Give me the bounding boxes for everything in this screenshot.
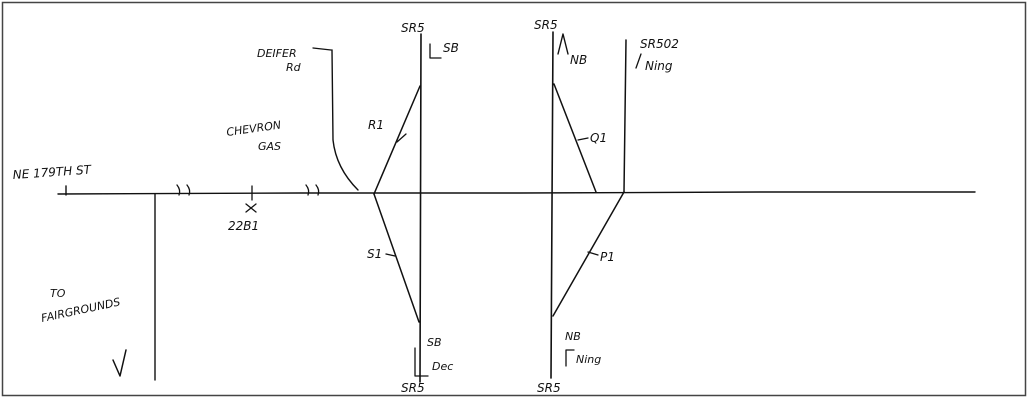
ramp-q1-tick <box>577 137 589 141</box>
label-deifer-rd: Rd <box>286 61 302 74</box>
label-gas: GAS <box>258 140 281 153</box>
label-sb-bottom: SB <box>427 336 442 349</box>
label-sr5-sb-top: SR5 <box>401 21 425 35</box>
ramp-r1-tick <box>396 133 407 143</box>
ramp-p1-tick <box>587 251 599 256</box>
label-nb-bottom: NB <box>565 330 581 343</box>
label-ramp-r1: R1 <box>368 118 384 132</box>
label-ramp-s1: S1 <box>367 247 382 261</box>
label-sr502-ning: Ning <box>645 59 673 73</box>
label-deifer: DEIFER <box>257 47 297 60</box>
label-sr502: SR502 <box>640 37 679 51</box>
sr5-northbound-mainline <box>550 31 554 379</box>
label-sr5-nb-bottom: SR5 <box>537 381 561 395</box>
label-sr5-nb-top: SR5 <box>534 18 558 32</box>
sr5-southbound-mainline <box>419 33 422 383</box>
nb-top-arrow <box>557 33 569 55</box>
label-ning-bottom: Ning <box>576 353 601 366</box>
label-sb-top: SB <box>443 41 459 55</box>
label-ne-179th-st: NE 179TH ST <box>12 162 93 182</box>
sr502-top-marker <box>635 53 642 69</box>
ramp-s1 <box>373 193 420 323</box>
ramp-r1 <box>373 85 421 195</box>
label-chevron: CHEVRON <box>226 118 282 139</box>
ramp-q1 <box>553 83 597 193</box>
label-sr5-sb-bottom: SR5 <box>401 381 425 395</box>
road-break-mark-1 <box>176 184 191 196</box>
label-dec: Dec <box>432 360 453 373</box>
label-ramp-q1: Q1 <box>590 131 607 145</box>
nb-bottom-arrow <box>565 349 575 367</box>
label-detector-22b1: 22B1 <box>228 219 259 233</box>
deifer-rd-tick <box>312 47 332 51</box>
deifer-rd-road <box>331 49 359 191</box>
ramp-p1 <box>552 191 625 317</box>
ramp-s1-tick <box>385 253 396 257</box>
sr502-ramp-line <box>623 39 627 193</box>
label-to: TO <box>50 287 66 300</box>
label-nb-top: NB <box>570 53 587 67</box>
detector-x-mark <box>245 203 257 213</box>
label-ramp-p1: P1 <box>600 250 615 264</box>
sb-bottom-marker <box>414 347 429 377</box>
sb-top-marker <box>429 43 442 59</box>
fairgrounds-arrow <box>112 349 127 377</box>
road-break-mark-2 <box>305 184 320 196</box>
ne-179th-st-road <box>57 191 976 195</box>
